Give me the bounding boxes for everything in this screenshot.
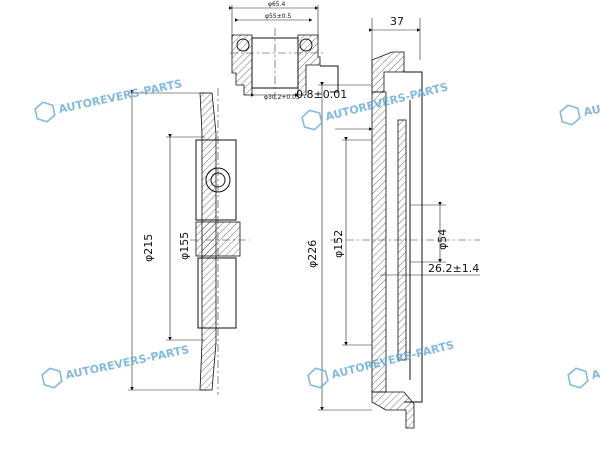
side-outer-diameter: φ215 (142, 234, 155, 262)
svg-text:AUTOREVERS-PARTS: AUTOREVERS-PARTS (324, 80, 449, 123)
watermark-logo: AUTOREVERS-PARTS (41, 343, 190, 389)
svg-text:AUTOREVERS-PARTS: AUTOREVERS-PARTS (582, 80, 600, 119)
section-hub-diameter: φ54 (436, 229, 449, 250)
watermark-group: AUTOREVERS-PARTS AUTOREVERS-PARTS AUTORE… (34, 77, 600, 389)
watermark-logo: AUTOREVERS-PARTS (34, 77, 183, 123)
watermark-logo: AUTOREVERS-PARTS (567, 343, 600, 389)
section-outer-diameter: φ226 (306, 240, 319, 268)
bearing-inner-diameter: φ55±0.5 (265, 13, 291, 20)
side-inner-diameter: φ155 (178, 232, 191, 260)
svg-text:AUTOREVERS-PARTS: AUTOREVERS-PARTS (57, 77, 183, 116)
clutch-side-view: φ215 φ155 (128, 88, 250, 395)
bearing-outer-diameter: φ65.4 (268, 1, 286, 8)
section-travel: 26.2±1.4 (428, 262, 479, 275)
svg-text:AUTOREVERS-PARTS: AUTOREVERS-PARTS (590, 343, 600, 382)
bearing-bore: φ30.2+0.05 (264, 94, 300, 101)
section-ring-diameter: φ152 (332, 230, 345, 258)
clutch-section-view: 37 0.8±0.01 φ226 φ152 φ54 26.2±1.4 (296, 15, 480, 429)
watermark-logo: AUTOREVERS-PARTS (559, 80, 600, 126)
release-bearing-view: φ65.4 φ55±0.5 φ30.2+0.05 (229, 1, 339, 101)
svg-text:AUTOREVERS-PARTS: AUTOREVERS-PARTS (64, 343, 190, 382)
section-width: 37 (390, 15, 404, 28)
section-gap: 0.8±0.01 (296, 88, 347, 101)
